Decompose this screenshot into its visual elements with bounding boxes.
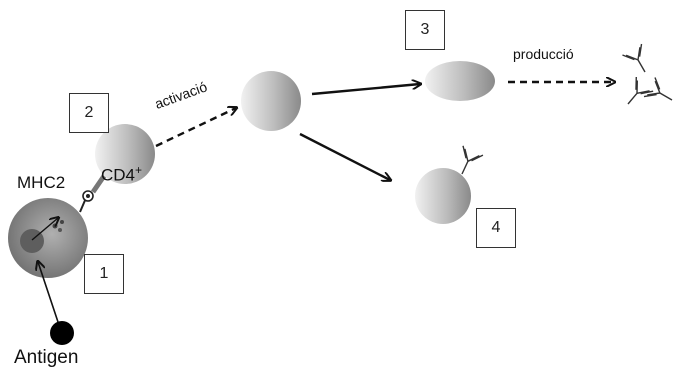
- antibody-icon: [621, 43, 656, 79]
- t-helper-cell: [95, 124, 155, 184]
- plasma-cell: [425, 61, 495, 101]
- cd4-label-wrapper: CD4+: [101, 163, 142, 186]
- processing-arrow: [31, 218, 58, 241]
- step-box-3: 3: [405, 10, 445, 50]
- antigen-fragment: [58, 228, 62, 232]
- antigen-fragment: [52, 223, 58, 229]
- differentiation-arrow-plasma: [311, 84, 420, 96]
- activation-arrow: [155, 108, 236, 148]
- cd4-label: CD4: [101, 165, 136, 185]
- activated-b-cell: [241, 71, 301, 131]
- antigen-presenting-cell: [8, 198, 88, 278]
- antibody-icon: [643, 76, 679, 111]
- cd4-receptor: [90, 174, 107, 194]
- step-box-2: 2: [69, 93, 109, 133]
- mhc2-peptide: [86, 194, 90, 198]
- production-label: producció: [513, 46, 574, 62]
- antigen-dot-icon: [50, 321, 74, 345]
- step-box-1: 1: [84, 254, 124, 294]
- mhc2-label: MHC2: [17, 173, 66, 192]
- memory-b-cell: [415, 168, 471, 224]
- cd4-superscript: +: [135, 163, 143, 177]
- differentiation-arrow-memory: [299, 132, 390, 180]
- antigen-fragment: [60, 220, 64, 224]
- antigen-label: Antigen: [14, 347, 79, 368]
- step-box-4: 4: [476, 208, 516, 248]
- antibody-icon: [618, 76, 654, 112]
- antigen-uptake-arrow: [38, 262, 59, 323]
